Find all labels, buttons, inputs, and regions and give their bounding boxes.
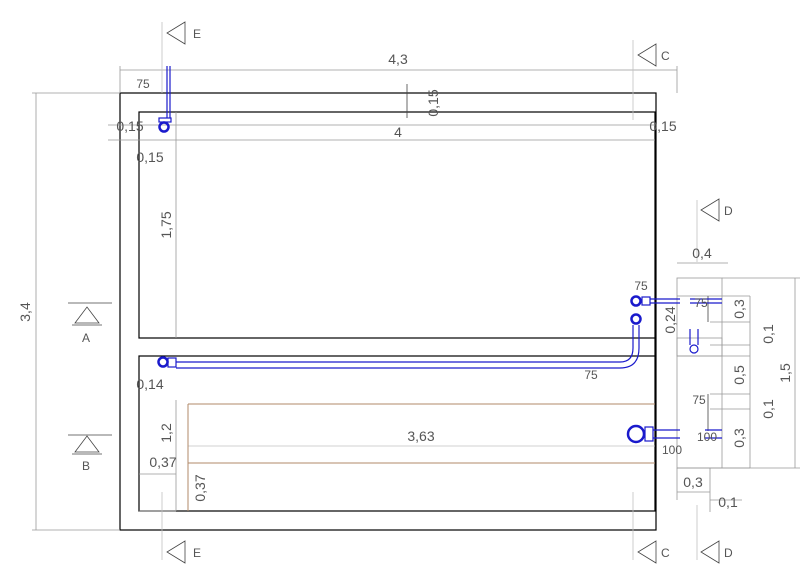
middle-pipe-fitting bbox=[157, 356, 169, 368]
bottom-wall-label-v: 0,37 bbox=[192, 474, 208, 501]
channel-length-label: 3,63 bbox=[407, 428, 434, 444]
left-wall-label-v: 0,15 bbox=[136, 149, 163, 165]
lower-depth-label: 1,2 bbox=[158, 423, 174, 443]
section-b-marker bbox=[74, 435, 100, 453]
inner-width-label: 4 bbox=[394, 124, 402, 140]
section-a-marker bbox=[74, 306, 100, 324]
top-left-pipe-fitting bbox=[158, 121, 170, 133]
top-wall-label: 0,15 bbox=[425, 89, 441, 116]
lower-chamber bbox=[138, 355, 656, 512]
outer-wall bbox=[119, 92, 657, 531]
section-d-marker-bottom bbox=[700, 540, 720, 564]
section-d-label-top: D bbox=[724, 204, 733, 218]
right-inlet-pipe-label: 75 bbox=[634, 279, 648, 293]
upper-chamber bbox=[138, 111, 656, 339]
right-upper-fitting bbox=[630, 313, 642, 325]
middle-wall-label: 0,14 bbox=[136, 376, 163, 392]
section-c-label-top: C bbox=[661, 49, 670, 63]
main-outlet-label-b: 100 bbox=[662, 443, 682, 457]
main-outlet-collar bbox=[644, 426, 654, 442]
section-e-marker-bottom bbox=[166, 540, 186, 564]
section-a-label: A bbox=[82, 331, 90, 345]
right-inlet-collar bbox=[641, 296, 651, 306]
top-left-pipe-label: 75 bbox=[136, 77, 150, 91]
box-width-label: 0,4 bbox=[692, 245, 712, 261]
overall-width-label: 4,3 bbox=[388, 51, 408, 67]
section-c-label-bottom: C bbox=[661, 546, 670, 560]
section-d-label-bottom: D bbox=[724, 546, 733, 560]
section-e-marker-top bbox=[166, 21, 186, 45]
overall-height-label: 3,4 bbox=[17, 302, 33, 322]
section-b-label: B bbox=[82, 459, 90, 473]
box-bottom-label: 0,3 bbox=[731, 428, 747, 448]
section-d-marker-top bbox=[700, 198, 720, 222]
box-mid-a-label: 0,1 bbox=[760, 324, 776, 344]
pipe-bend-b bbox=[619, 347, 640, 369]
box-gap-label: 0,24 bbox=[662, 306, 678, 333]
top-left-pipe-collar bbox=[158, 117, 172, 123]
middle-pipe-collar bbox=[167, 357, 177, 368]
box-middle-label: 0,5 bbox=[731, 365, 747, 385]
section-e-label-top: E bbox=[193, 27, 201, 41]
box-inner-slot bbox=[676, 337, 723, 357]
main-outlet-label-a: 100 bbox=[697, 430, 717, 444]
box-mid-b-label: 0,1 bbox=[760, 399, 776, 419]
box-top-label: 0,3 bbox=[731, 299, 747, 319]
box-base-label: 0,3 bbox=[683, 474, 703, 490]
section-e-label-bottom: E bbox=[193, 546, 201, 560]
right-box-pipe-b-label: 75 bbox=[692, 393, 706, 407]
box-base-wall-label: 0,1 bbox=[718, 494, 738, 510]
left-wall-label-h: 0,15 bbox=[116, 118, 143, 134]
right-wall-label: 0,15 bbox=[649, 118, 676, 134]
pipe-bend bbox=[619, 347, 634, 363]
right-box-pipe-a-label: 75 bbox=[694, 296, 708, 310]
bend-pipe-label: 75 bbox=[584, 368, 598, 382]
box-small-fitting bbox=[689, 344, 699, 354]
bottom-wall-label: 0,37 bbox=[149, 454, 176, 470]
section-c-marker-bottom bbox=[637, 540, 657, 564]
right-inlet-fitting bbox=[630, 295, 642, 307]
box-total-label: 1,5 bbox=[777, 363, 793, 383]
upper-depth-label: 1,75 bbox=[158, 211, 174, 238]
section-c-marker-top bbox=[637, 43, 657, 67]
main-outlet-fitting bbox=[626, 424, 646, 444]
